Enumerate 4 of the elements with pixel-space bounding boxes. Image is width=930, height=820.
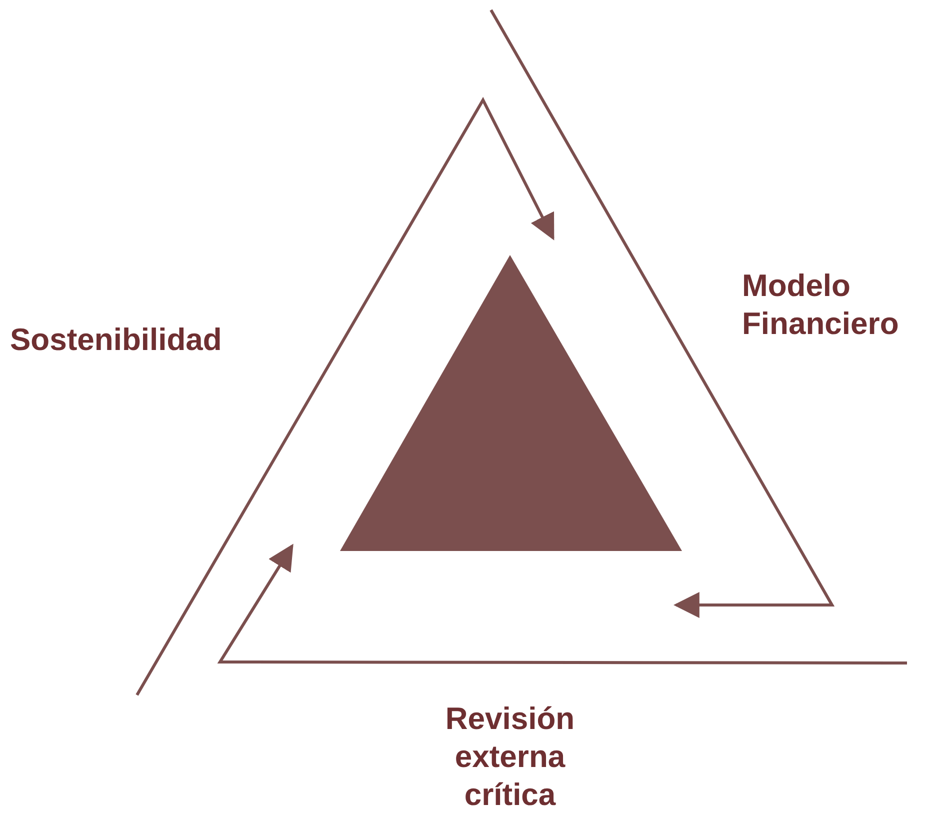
side-label: Revisión externa crítica [444, 700, 576, 814]
filled-triangle [340, 255, 682, 551]
side-label: Sostenibilidad [10, 321, 223, 359]
side-label: Modelo Financiero [742, 267, 900, 343]
